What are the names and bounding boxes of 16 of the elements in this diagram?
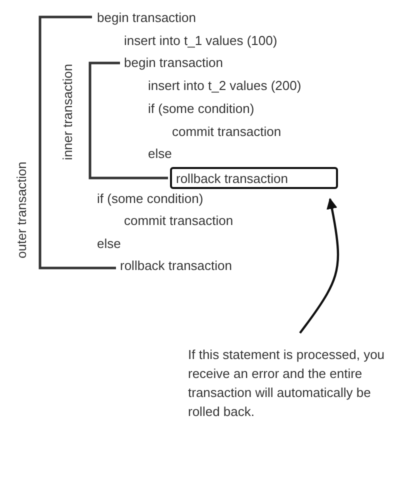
bracket-label: outer transaction bbox=[14, 162, 30, 258]
note-text: If this statement is processed, you receive an error and the entire transaction will automatically be rolled back. bbox=[188, 345, 404, 421]
code-line: commit transaction bbox=[172, 124, 282, 140]
code-line: if (some condition) bbox=[97, 191, 204, 207]
bracket-label: inner transaction bbox=[60, 64, 76, 160]
code-line: else bbox=[97, 236, 121, 252]
code-line: insert into t_2 values (200) bbox=[148, 78, 302, 94]
code-line: commit transaction bbox=[124, 213, 234, 229]
arrow bbox=[299, 198, 340, 334]
highlighted-statement: rollback transaction bbox=[170, 167, 338, 189]
code-line: begin transaction bbox=[97, 10, 196, 26]
code-line: begin transaction bbox=[124, 55, 224, 71]
code-line: if (some condition) bbox=[148, 101, 254, 117]
code-line: else bbox=[148, 146, 172, 162]
code-line: rollback transaction bbox=[120, 258, 232, 274]
code-line: insert into t_1 values (100) bbox=[124, 33, 278, 49]
